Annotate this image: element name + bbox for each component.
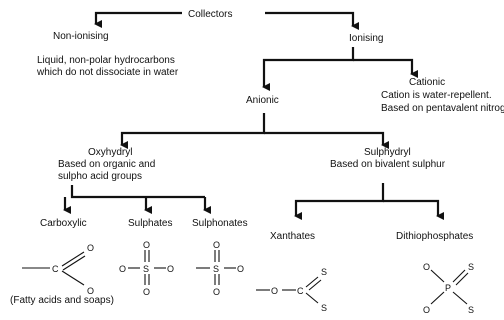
node-carboxylic: Carboxylic [40,218,87,229]
sulphonate-atom-o-bottom: O [213,287,220,297]
xanthate-atom-s-top: S [321,267,327,277]
dithiophosphate-atom-s-top: S [468,262,474,272]
node-dithiophosphates: Dithiophosphates [396,231,473,242]
arrow-oxyhydryl-split [70,185,205,199]
arrow-sulphydryl-split [294,183,385,220]
dithiophosphate-structure: P O O S S [423,262,474,315]
sulphonate-atom-o-right: O [237,264,244,274]
labels: Collectors Non-ionising Liquid, non-pola… [10,9,504,306]
sulphate-atom-o-top: O [143,240,150,250]
connectors [63,11,444,220]
sulphonate-structure: S O O O [196,240,244,297]
arrow-collectors-to-ionising [265,11,359,30]
arrow-collectors-to-non-ionising [94,11,182,28]
sulphate-atom-o-left: O [119,264,126,274]
cationic-desc-line2: Based on pentavalent nitrogen [381,103,504,114]
carboxylic-note: (Fatty acids and soaps) [10,295,114,306]
node-oxyhydryl: Oxyhydryl [88,147,132,158]
xanthate-atom-c: C [297,286,304,296]
node-sulphates: Sulphates [128,218,172,229]
non-ionising-desc-line2: which do not dissociate in water [36,67,179,78]
sulphate-atom-s: S [143,264,149,274]
node-ionising: Ionising [349,33,383,44]
carboxylic-atom-o2: O [87,286,94,296]
node-cationic: Cationic [409,77,445,88]
carboxylic-atom-c: C [52,264,59,274]
arrow-anionic-to-oxyhydryl [120,113,266,149]
arrow-ionising-to-anionic [262,47,355,91]
non-ionising-desc-line1: Liquid, non-polar hydrocarbons [37,55,175,66]
sulphate-structure: S O O O O [119,240,174,297]
sulphonate-atom-s: S [213,264,219,274]
dithiophosphate-atom-p: P [445,283,451,293]
arrow-ionising-to-cationic [353,58,418,78]
xanthate-structure: O C S S [256,267,327,313]
node-sulphonates: Sulphonates [192,218,248,229]
node-xanthates: Xanthates [270,231,315,242]
dithiophosphate-atom-s-bottom: S [468,305,474,315]
node-sulphydryl: Sulphydryl [364,147,411,158]
arrow-to-dithiophosphates [383,199,444,220]
oxyhydryl-desc-line1: Based on organic and [58,159,155,170]
dithiophosphate-atom-o-top: O [423,262,430,272]
carboxylic-structure: C O O [22,243,94,296]
node-anionic: Anionic [246,95,279,106]
oxyhydryl-desc-line2: sulpho acid groups [58,171,142,182]
sulphonate-atom-o-top: O [213,240,220,250]
arrow-anionic-to-sulphydryl [264,131,389,149]
sulphate-atom-o-right: O [167,264,174,274]
sulphate-atom-o-bottom: O [143,287,150,297]
carboxylic-atom-o1: O [87,243,94,253]
sulphydryl-desc-line1: Based on bivalent sulphur [330,159,446,170]
dithiophosphate-atom-o-bottom: O [423,305,430,315]
xanthate-atom-s-bottom: S [321,303,327,313]
cationic-desc-line1: Cation is water-repellent. [381,90,492,101]
node-non-ionising: Non-ionising [53,31,109,42]
node-collectors: Collectors [188,9,232,20]
xanthate-atom-o: O [271,286,278,296]
